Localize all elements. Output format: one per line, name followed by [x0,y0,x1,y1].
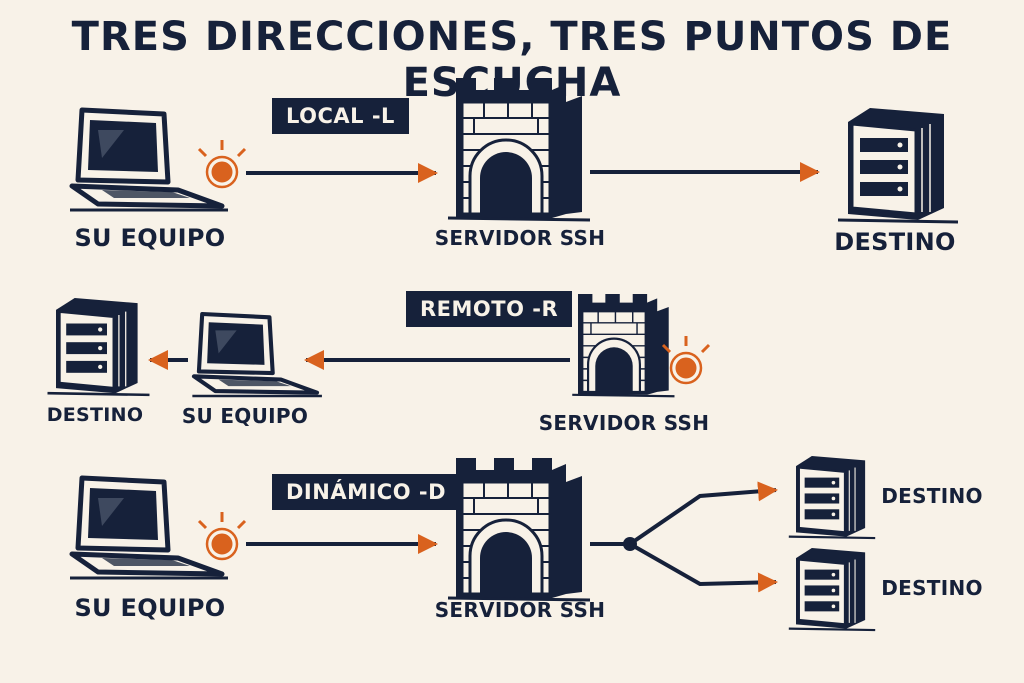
listening-point-icon [197,138,247,189]
server-icon [787,546,877,632]
label-client: SU EQUIPO [74,594,226,622]
label-destination-1: DESTINO [881,484,983,508]
row-remote [46,292,711,398]
label-client: SU EQUIPO [181,404,309,428]
laptop-icon [70,110,228,210]
label-ssh-server: SERVIDOR SSH [538,411,710,435]
label-destination: DESTINO [834,228,956,256]
laptop-icon [192,314,322,396]
listening-point-icon [197,510,247,561]
label-destination-2: DESTINO [881,576,983,600]
castle-icon [446,76,592,222]
server-icon [46,296,151,397]
label-destination: DESTINO [46,404,144,426]
castle-icon [571,292,676,398]
row-local [70,76,960,224]
listening-point-icon [661,334,711,385]
castle-icon [446,456,592,602]
row-dynamic [70,454,877,632]
label-ssh-server: SERVIDOR SSH [434,598,606,622]
label-client: SU EQUIPO [74,224,226,252]
fork-arrow-lower [629,542,778,593]
server-icon [787,454,877,540]
label-ssh-server: SERVIDOR SSH [434,226,606,250]
badge-dynamic: DINÁMICO -D [272,474,461,510]
server-icon [836,106,960,224]
badge-remote: REMOTO -R [406,291,573,327]
badge-local: LOCAL -L [272,98,409,134]
fork-arrow-upper [628,481,778,546]
